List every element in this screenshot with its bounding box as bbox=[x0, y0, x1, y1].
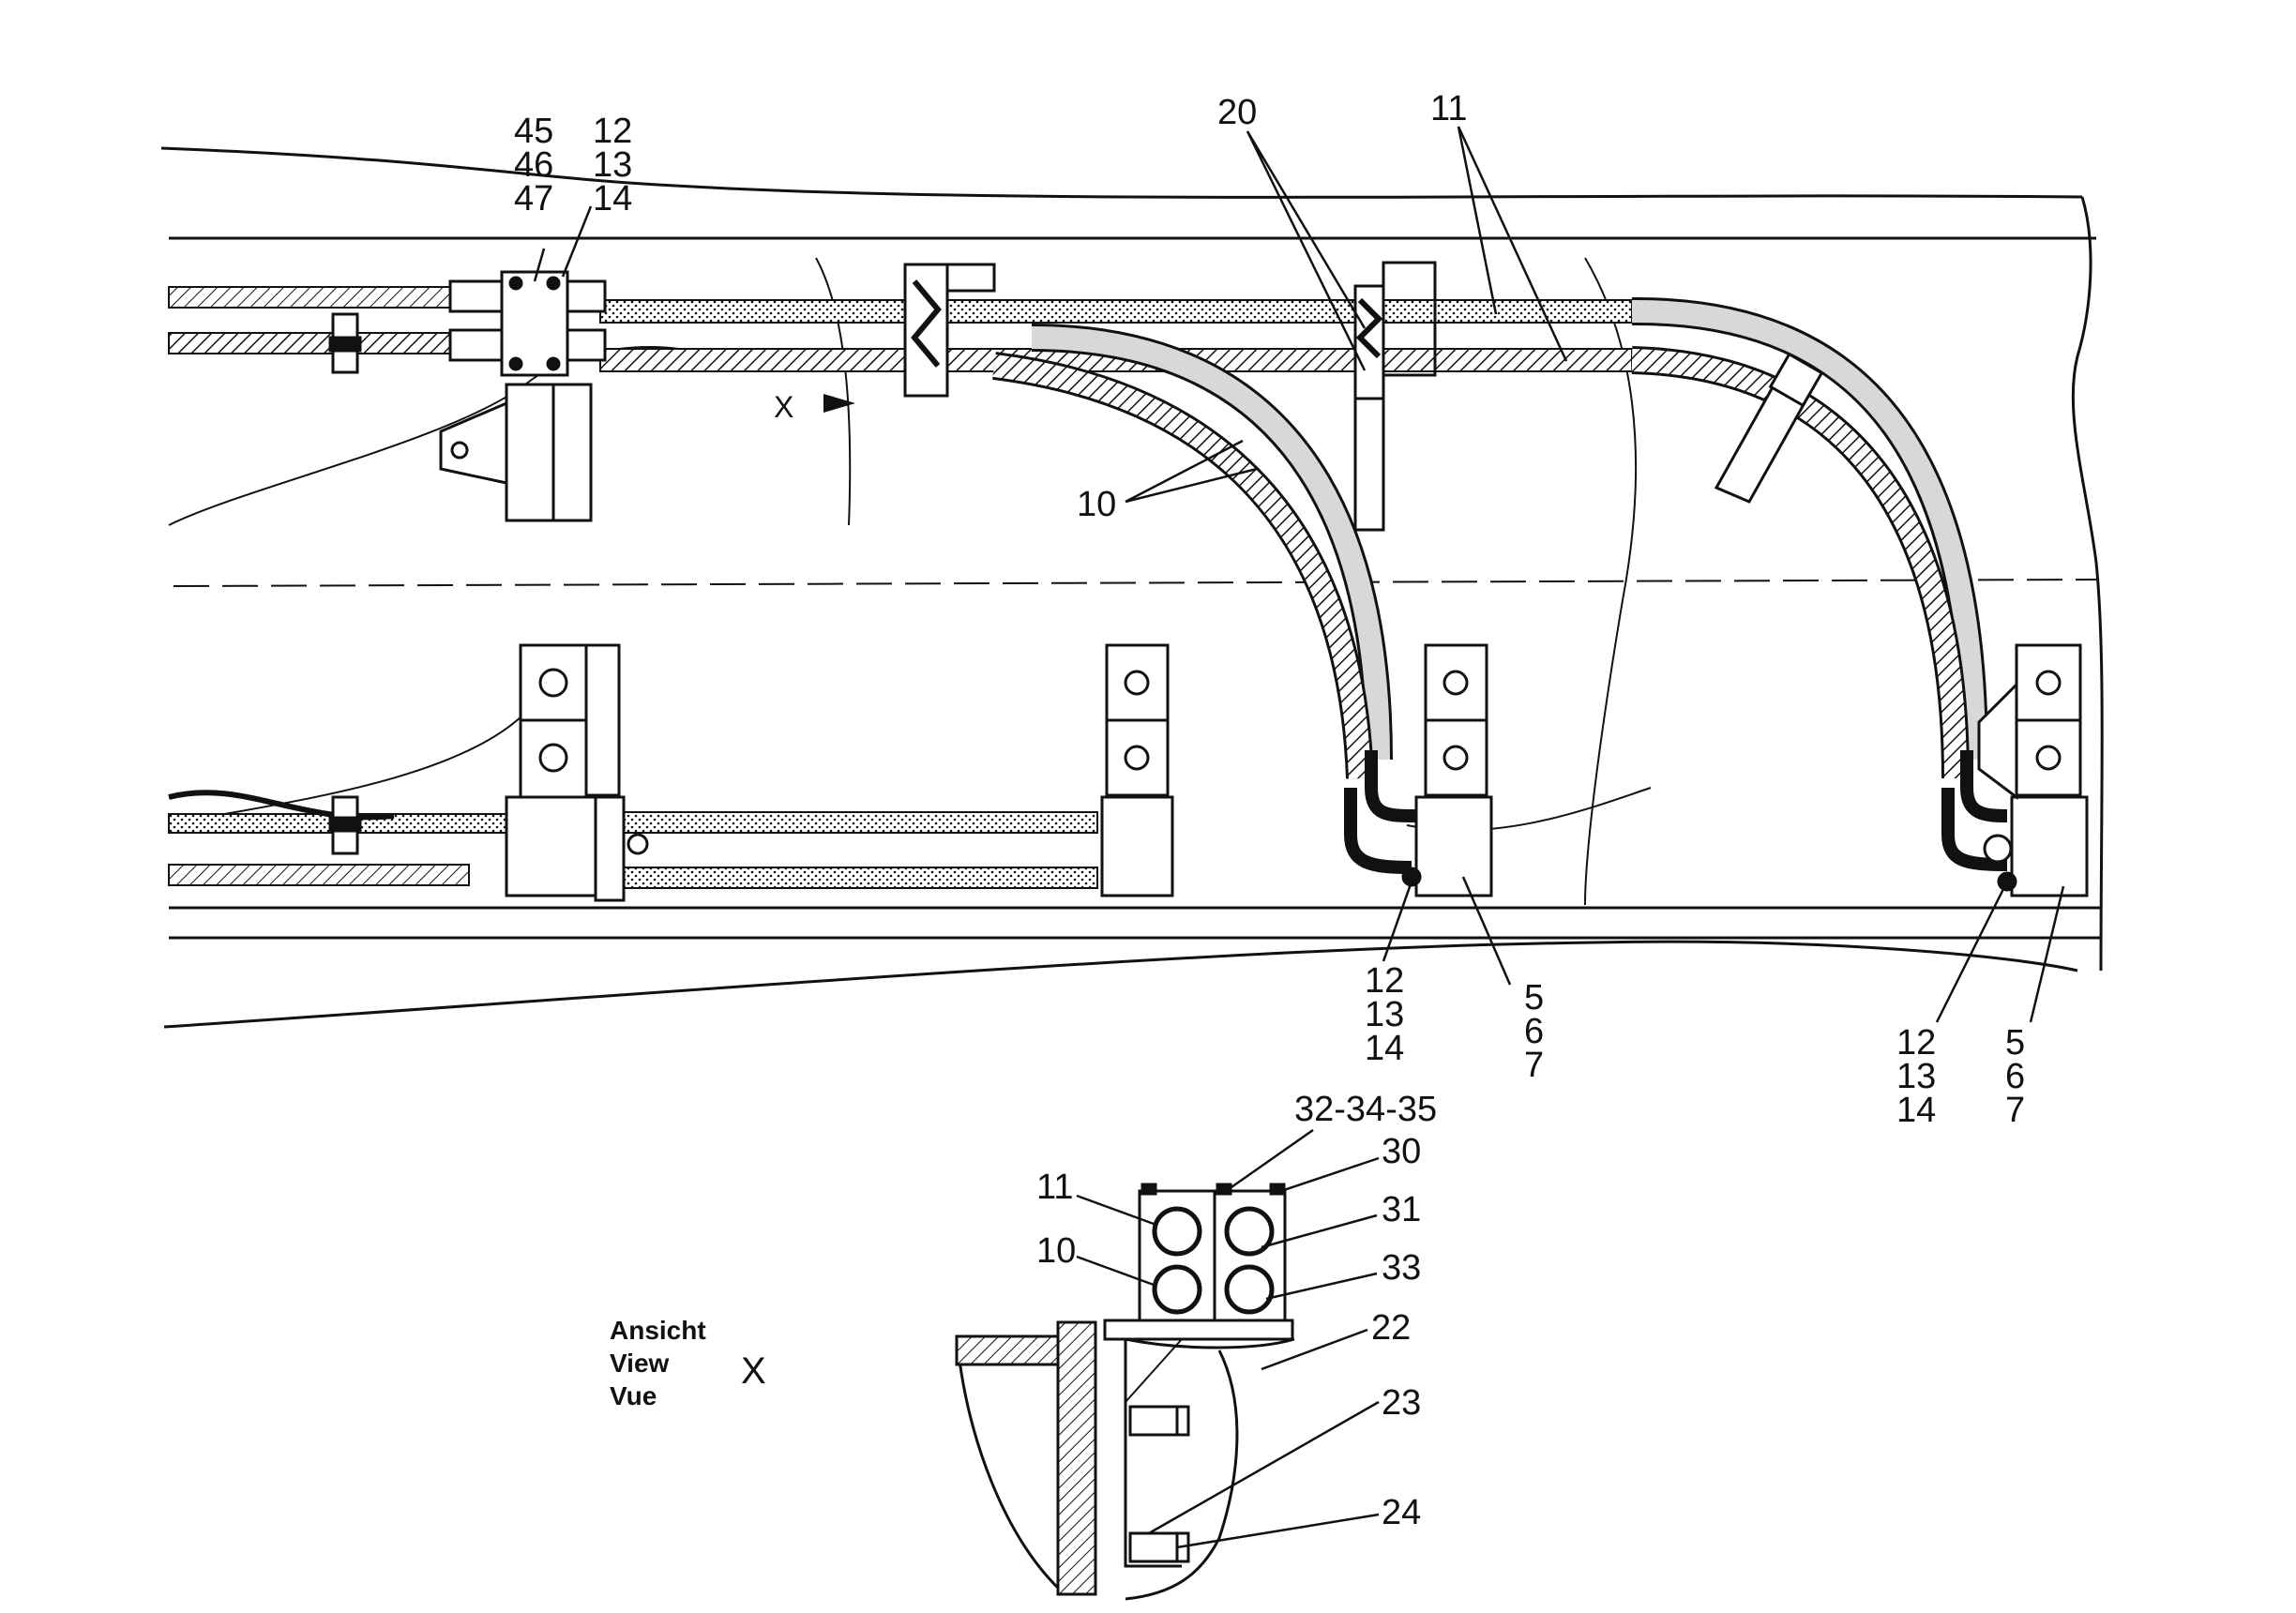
callout-10-detail: 10 bbox=[1036, 1231, 1076, 1271]
hose-left-upper-1 bbox=[168, 286, 451, 309]
clamp-left-small-bottom bbox=[328, 795, 362, 855]
leader-lines-detail bbox=[1076, 1128, 1380, 1549]
block-center-stack bbox=[1100, 643, 1174, 897]
curved-hoses-mid bbox=[992, 324, 1393, 779]
clamp-20-right bbox=[1353, 261, 1437, 532]
clamp-right-angled bbox=[1714, 352, 1824, 504]
bolt-upper bbox=[1128, 1405, 1179, 1437]
callout-22: 22 bbox=[1371, 1308, 1411, 1348]
callout-13-mid: 13 bbox=[1365, 995, 1404, 1034]
hose-left-lower-2 bbox=[168, 864, 470, 886]
view-caption-fr: Vue bbox=[610, 1381, 657, 1410]
detail-hose-11 bbox=[1152, 1206, 1202, 1257]
callout-20: 20 bbox=[1217, 93, 1257, 132]
callout-11-top: 11 bbox=[1430, 89, 1467, 128]
elbow-fittings bbox=[1344, 750, 2008, 874]
clamp-left-small-top bbox=[328, 312, 362, 374]
callout-12-mid: 12 bbox=[1365, 961, 1404, 1001]
callout-11-detail: 11 bbox=[1036, 1168, 1073, 1207]
callout-24: 24 bbox=[1382, 1493, 1421, 1532]
bracket-plate-22 bbox=[1103, 1319, 1294, 1341]
pipe-lower-2 bbox=[609, 867, 1098, 889]
callout-14-right: 14 bbox=[1896, 1091, 1936, 1130]
callout-32-34-35: 32-34-35 bbox=[1294, 1090, 1437, 1129]
view-caption-en: View bbox=[610, 1349, 670, 1378]
view-caption-letter: X bbox=[741, 1350, 766, 1392]
callout-31: 31 bbox=[1382, 1190, 1421, 1229]
callout-6-mid: 6 bbox=[1524, 1012, 1544, 1051]
hose-11 bbox=[599, 299, 1633, 324]
view-caption: Ansicht View Vue X bbox=[610, 1316, 766, 1410]
callout-13-right: 13 bbox=[1896, 1057, 1936, 1096]
callout-5-mid: 5 bbox=[1524, 978, 1544, 1018]
callout-23: 23 bbox=[1382, 1383, 1421, 1423]
callout-6-right: 6 bbox=[2005, 1057, 2025, 1096]
callout-47: 47 bbox=[514, 179, 553, 219]
block-mid-stack bbox=[1401, 643, 1493, 897]
callout-10-main: 10 bbox=[1077, 485, 1116, 524]
block-right-stack bbox=[1977, 643, 2089, 897]
callout-12-top: 12 bbox=[593, 112, 632, 151]
leader-lines-main bbox=[533, 126, 2065, 1023]
view-caption-de: Ansicht bbox=[610, 1316, 706, 1345]
callout-12-right: 12 bbox=[1896, 1023, 1936, 1063]
callout-5-right: 5 bbox=[2005, 1023, 2025, 1063]
detail-hose-10 bbox=[1152, 1264, 1202, 1315]
callout-46: 46 bbox=[514, 145, 553, 185]
view-marker-x: X bbox=[774, 390, 793, 424]
callout-33: 33 bbox=[1382, 1248, 1421, 1288]
clamp-45 bbox=[439, 270, 607, 522]
clamp-20-left bbox=[903, 263, 996, 398]
callouts-main: 45 46 47 12 13 14 20 11 10 X 12 13 14 5 … bbox=[514, 89, 2025, 1130]
callout-7-right: 7 bbox=[2005, 1091, 2025, 1130]
hose-group-top bbox=[168, 286, 1633, 372]
bolt-lower bbox=[1128, 1531, 1179, 1563]
callouts-detail: 32-34-35 30 31 33 11 10 22 23 24 bbox=[1036, 1090, 1437, 1532]
callout-45: 45 bbox=[514, 112, 553, 151]
detail-view-x bbox=[955, 1183, 1295, 1601]
callout-14-mid: 14 bbox=[1365, 1029, 1404, 1068]
hatched-wall bbox=[1056, 1320, 1097, 1596]
callout-13-top: 13 bbox=[593, 145, 632, 185]
callout-7-mid: 7 bbox=[1524, 1046, 1544, 1085]
callout-14-top: 14 bbox=[593, 179, 632, 219]
frame-outline bbox=[160, 146, 2104, 1029]
curved-hoses-right bbox=[1631, 296, 1988, 779]
block-left-stack bbox=[505, 643, 649, 902]
pipe-lower-1 bbox=[609, 811, 1098, 834]
callout-30: 30 bbox=[1382, 1132, 1421, 1171]
view-x-arrow-icon bbox=[823, 394, 855, 413]
centre-line bbox=[173, 579, 2097, 587]
